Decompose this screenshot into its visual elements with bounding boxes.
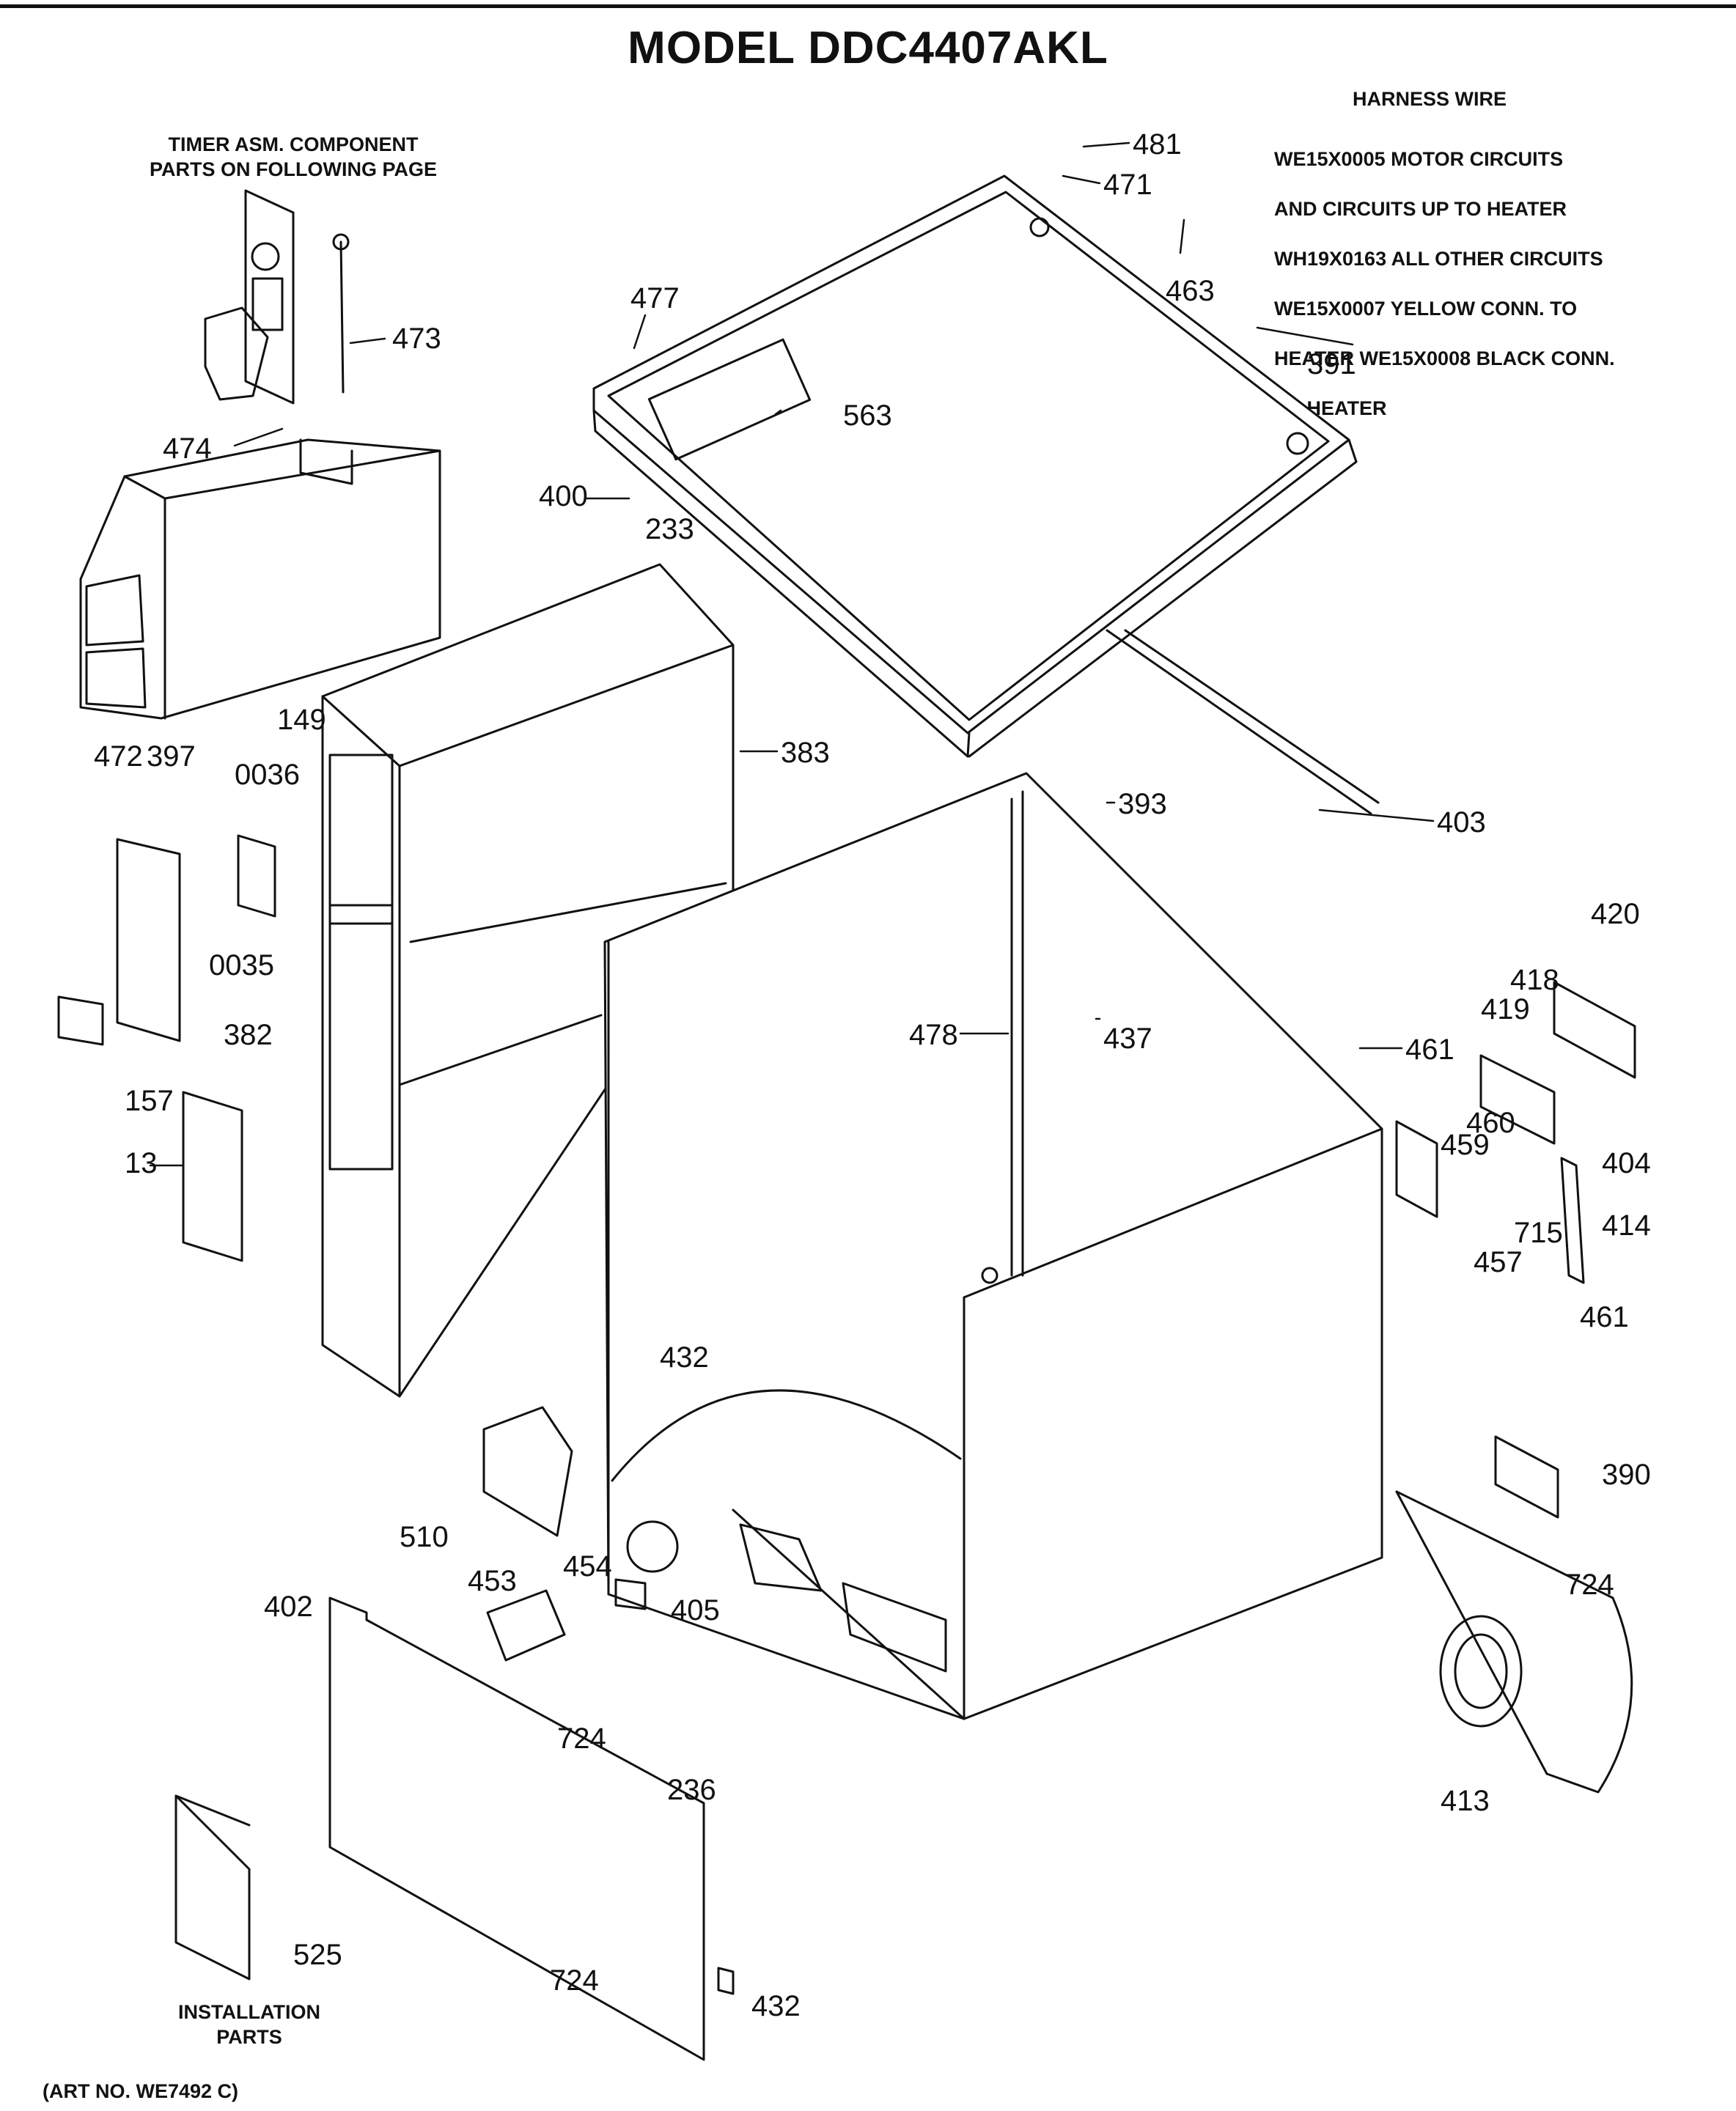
timer-bracket <box>204 189 350 405</box>
callout-481: 481 <box>1133 128 1182 161</box>
callout-463: 463 <box>1166 275 1215 307</box>
callout-233: 233 <box>645 513 694 545</box>
callout-459: 459 <box>1441 1129 1490 1161</box>
callout-473: 473 <box>392 323 441 355</box>
harness-list: WE15X0005 MOTOR CIRCUITS AND CIRCUITS UP… <box>1274 122 1615 446</box>
callout-400: 400 <box>539 480 588 512</box>
harness-line: WH19X0163 ALL OTHER CIRCUITS <box>1274 248 1603 270</box>
callout-383: 383 <box>781 737 830 769</box>
callout-404: 404 <box>1602 1147 1651 1179</box>
callout-715: 715 <box>1514 1217 1563 1249</box>
vent-plenum <box>79 438 441 720</box>
callout-labels: 481 471 463 391 563 477 473 474 400 233 … <box>94 128 1651 2022</box>
harness-line: WE15X0007 YELLOW CONN. TO <box>1274 298 1578 320</box>
callout-382: 382 <box>224 1019 273 1051</box>
callout-149: 149 <box>277 704 326 736</box>
callout-461-upper: 461 <box>1405 1034 1454 1066</box>
harness-title: HARNESS WIRE <box>1353 88 1507 110</box>
callout-474: 474 <box>163 432 212 465</box>
callout-461-lower: 461 <box>1580 1301 1629 1333</box>
harness-line: WE15X0005 MOTOR CIRCUITS <box>1274 148 1564 170</box>
callout-391: 391 <box>1307 348 1356 380</box>
callout-460: 460 <box>1466 1107 1515 1139</box>
callout-563: 563 <box>843 399 892 432</box>
callout-414: 414 <box>1602 1209 1651 1242</box>
callout-403: 403 <box>1437 806 1486 839</box>
callout-390: 390 <box>1602 1459 1651 1491</box>
callout-0035: 0035 <box>209 949 274 981</box>
callout-453: 453 <box>468 1565 517 1597</box>
harness-line: AND CIRCUITS UP TO HEATER <box>1274 198 1567 220</box>
callout-419: 419 <box>1481 993 1530 1025</box>
lower-parts <box>174 629 1380 2061</box>
callout-437: 437 <box>1103 1023 1152 1055</box>
callout-432-upper: 432 <box>660 1341 709 1374</box>
callout-477: 477 <box>630 282 680 314</box>
callout-157: 157 <box>125 1085 174 1117</box>
callout-724-lower-left: 724 <box>557 1723 606 1755</box>
callout-525: 525 <box>293 1939 342 1971</box>
callout-236: 236 <box>667 1774 716 1806</box>
callout-13: 13 <box>125 1147 158 1179</box>
page-title: MODEL DDC4407AKL <box>628 23 1108 73</box>
callout-413: 413 <box>1441 1785 1490 1817</box>
callout-478: 478 <box>909 1019 958 1051</box>
terminal-block <box>1395 981 1636 1284</box>
top-panel <box>592 174 1358 758</box>
callout-0036: 0036 <box>235 759 300 791</box>
callout-472: 472 <box>94 740 143 773</box>
callout-724-right: 724 <box>1565 1569 1614 1601</box>
timer-note: TIMER ASM. COMPONENT PARTS ON FOLLOWING … <box>150 133 437 180</box>
callout-471: 471 <box>1103 169 1152 201</box>
callout-418: 418 <box>1510 964 1559 996</box>
callout-432-lower: 432 <box>751 1990 801 2022</box>
callout-510: 510 <box>400 1521 449 1553</box>
callout-457: 457 <box>1474 1246 1523 1278</box>
control-parts <box>57 834 276 1262</box>
rear-panel <box>1395 1435 1633 1794</box>
top-rule <box>0 4 1736 8</box>
callout-393: 393 <box>1118 788 1167 820</box>
leader-lines <box>149 141 1435 1167</box>
art-number: (ART NO. WE7492 C) <box>43 2080 239 2102</box>
callout-397: 397 <box>147 740 196 773</box>
callout-405: 405 <box>671 1594 720 1626</box>
callout-420: 420 <box>1591 898 1640 930</box>
callout-454: 454 <box>563 1550 612 1583</box>
cabinet <box>603 772 1383 1720</box>
callout-724-bottom: 724 <box>550 1964 599 1997</box>
callout-402: 402 <box>264 1591 313 1623</box>
installation-note: INSTALLATION PARTS <box>178 2001 320 2048</box>
harness-line: HEATER WE15X0008 BLACK CONN. <box>1274 347 1615 369</box>
